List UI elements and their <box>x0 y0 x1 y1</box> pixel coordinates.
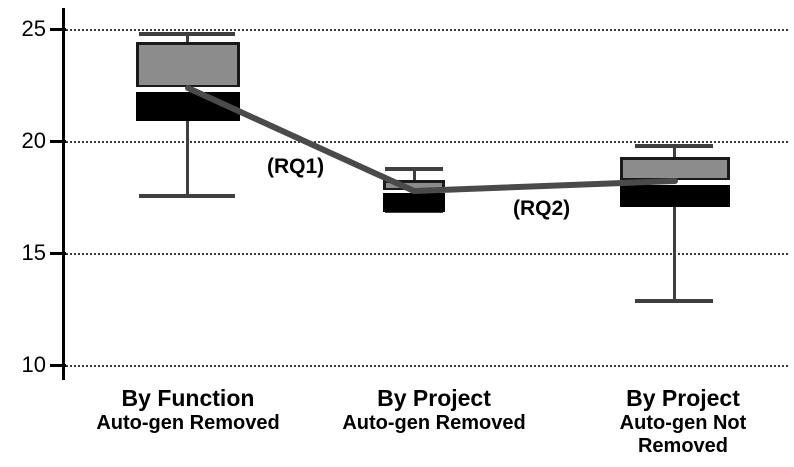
box3-lower-whisker-stem <box>673 204 676 301</box>
box1-upper-whisker-stem <box>186 33 189 45</box>
box3-upper-whisker-cap <box>635 144 713 148</box>
box3-upper-quartile-box <box>620 157 730 181</box>
box1-upper-whisker-cap <box>139 32 235 36</box>
annotation-rq2: (RQ2) <box>513 197 571 220</box>
box1-upper-quartile-box <box>136 42 240 88</box>
gridline-20 <box>62 141 788 143</box>
y-tick-label-15: 15 <box>21 240 46 265</box>
box1-lower-whisker-cap <box>139 194 235 198</box>
category-label-1-line1: By Function <box>121 385 255 411</box>
y-axis-line <box>62 8 65 380</box>
annotation-rq1: (RQ1) <box>267 155 325 178</box>
box2-lower-quartile-box <box>383 193 445 212</box>
category-label-2-line1: By Project <box>377 385 491 411</box>
box3-lower-whisker-cap <box>635 299 713 303</box>
category-label-3: By Project Auto-gen Not Removed <box>585 385 781 458</box>
category-label-3-line3: Removed <box>637 434 729 457</box>
y-tick-label-25: 25 <box>21 16 46 41</box>
category-label-1-line2: Auto-gen Removed <box>96 411 280 434</box>
category-label-3-line1: By Project <box>626 385 740 411</box>
box1-lower-quartile-box <box>136 92 240 121</box>
gridline-25 <box>62 29 788 31</box>
y-tick-mark-25 <box>50 28 66 31</box>
category-label-3-line2: Auto-gen Not <box>619 411 747 434</box>
box2-upper-whisker-cap <box>385 167 443 171</box>
category-label-1: By Function Auto-gen Removed <box>68 385 308 435</box>
y-tick-mark-10 <box>50 364 66 367</box>
y-tick-mark-15 <box>50 252 66 255</box>
gridline-15 <box>62 253 788 255</box>
box3-lower-quartile-box <box>620 185 730 207</box>
y-tick-label-20: 20 <box>21 128 46 153</box>
box1-lower-whisker-stem <box>186 119 189 197</box>
category-label-2-line2: Auto-gen Removed <box>342 411 526 434</box>
y-tick-label-10: 10 <box>21 352 46 377</box>
gridline-10 <box>62 365 788 367</box>
category-label-2: By Project Auto-gen Removed <box>324 385 544 435</box>
y-tick-mark-20 <box>50 140 66 143</box>
